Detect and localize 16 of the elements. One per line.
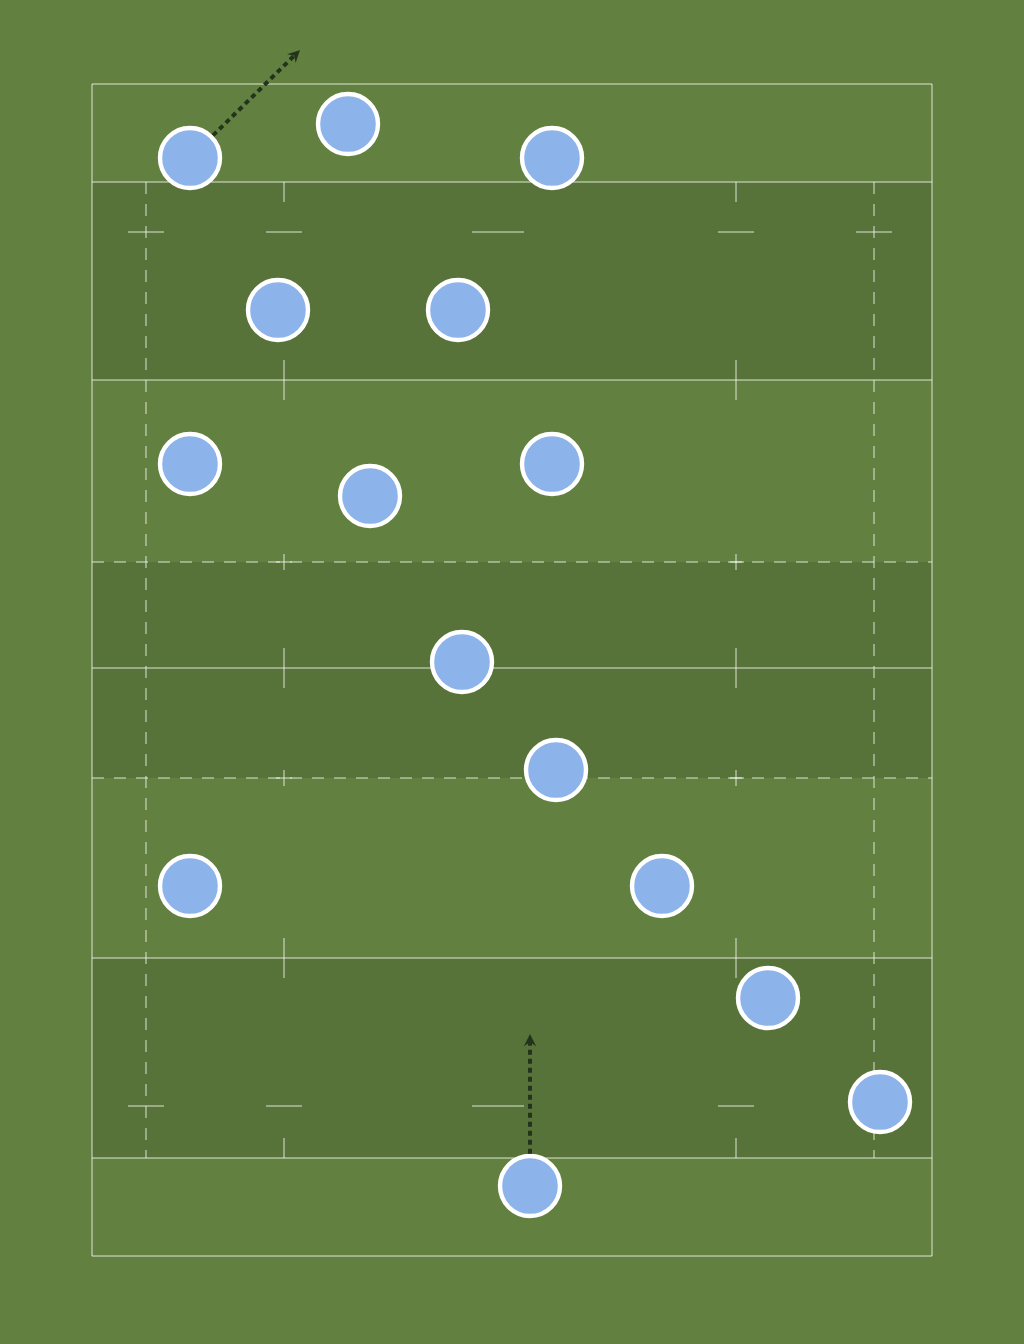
player-marker <box>629 853 695 919</box>
player-marker <box>735 965 801 1031</box>
player-marker <box>157 431 223 497</box>
player-marker <box>315 91 381 157</box>
player-marker <box>429 629 495 695</box>
player-marker <box>519 431 585 497</box>
player-marker <box>847 1069 913 1135</box>
arrow <box>211 50 300 137</box>
player-marker <box>337 463 403 529</box>
player-marker <box>245 277 311 343</box>
player-marker <box>497 1153 563 1219</box>
player-marker <box>157 853 223 919</box>
player-marker <box>425 277 491 343</box>
player-marker <box>157 125 223 191</box>
player-marker <box>519 125 585 191</box>
player-marker <box>523 737 589 803</box>
